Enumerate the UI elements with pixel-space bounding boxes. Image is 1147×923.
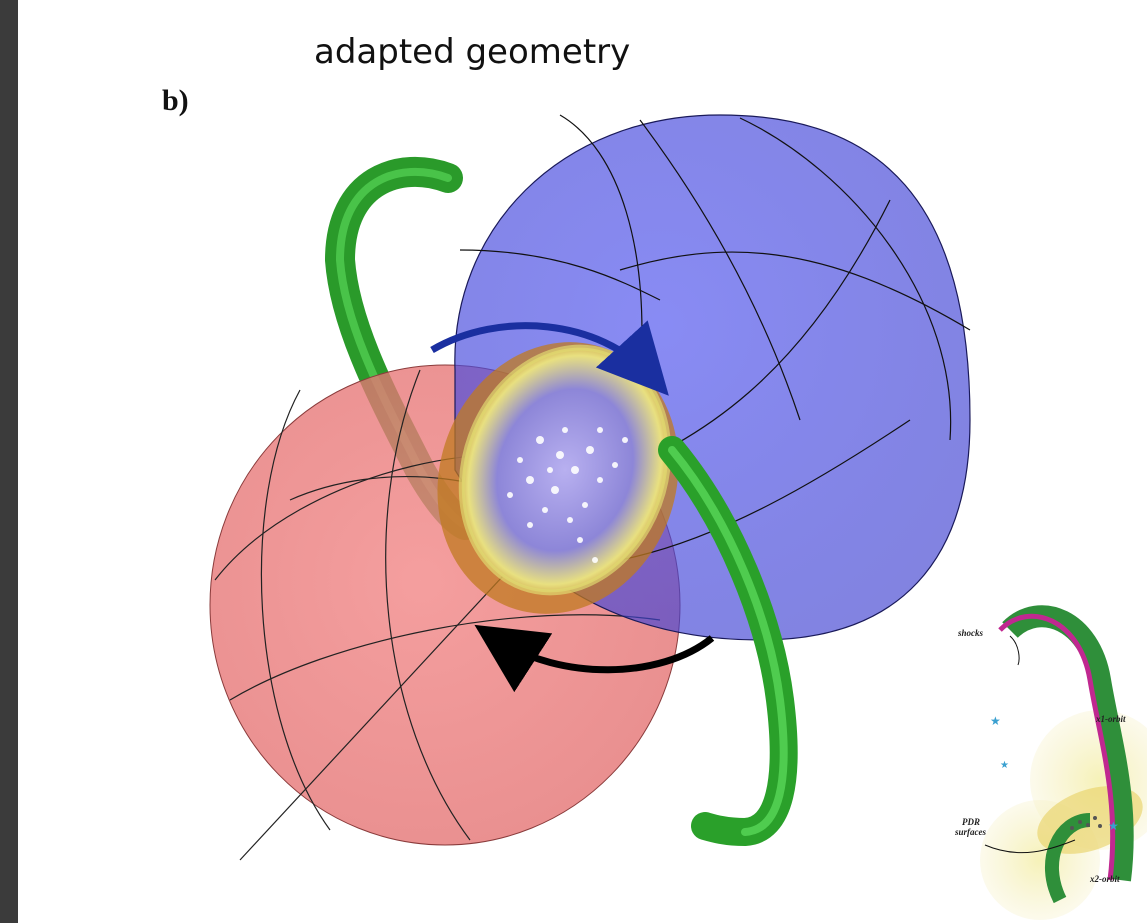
inset-label-x2-orbit: x2-orbit [1089, 874, 1120, 884]
svg-text:★: ★ [1000, 760, 1009, 771]
central-core [437, 342, 679, 614]
inset-label-pdr-2: surfaces [954, 827, 986, 837]
rotation-arrow-blue [430, 320, 669, 396]
inset-schematic: ★ ★ ★ shocks x1-orbit PDR surfaces x2-or… [954, 605, 1147, 920]
panel-label: b) [162, 84, 189, 117]
inset-label-pdr-1: PDR [962, 817, 980, 827]
inset-label-x1-orbit: x1-orbit [1095, 714, 1126, 724]
slide-title: adapted geometry [314, 32, 631, 72]
rotation-arrow-black [474, 624, 715, 693]
svg-text:★: ★ [990, 714, 1001, 728]
inset-label-shocks: shocks [957, 628, 984, 638]
svg-text:★: ★ [1108, 819, 1119, 833]
